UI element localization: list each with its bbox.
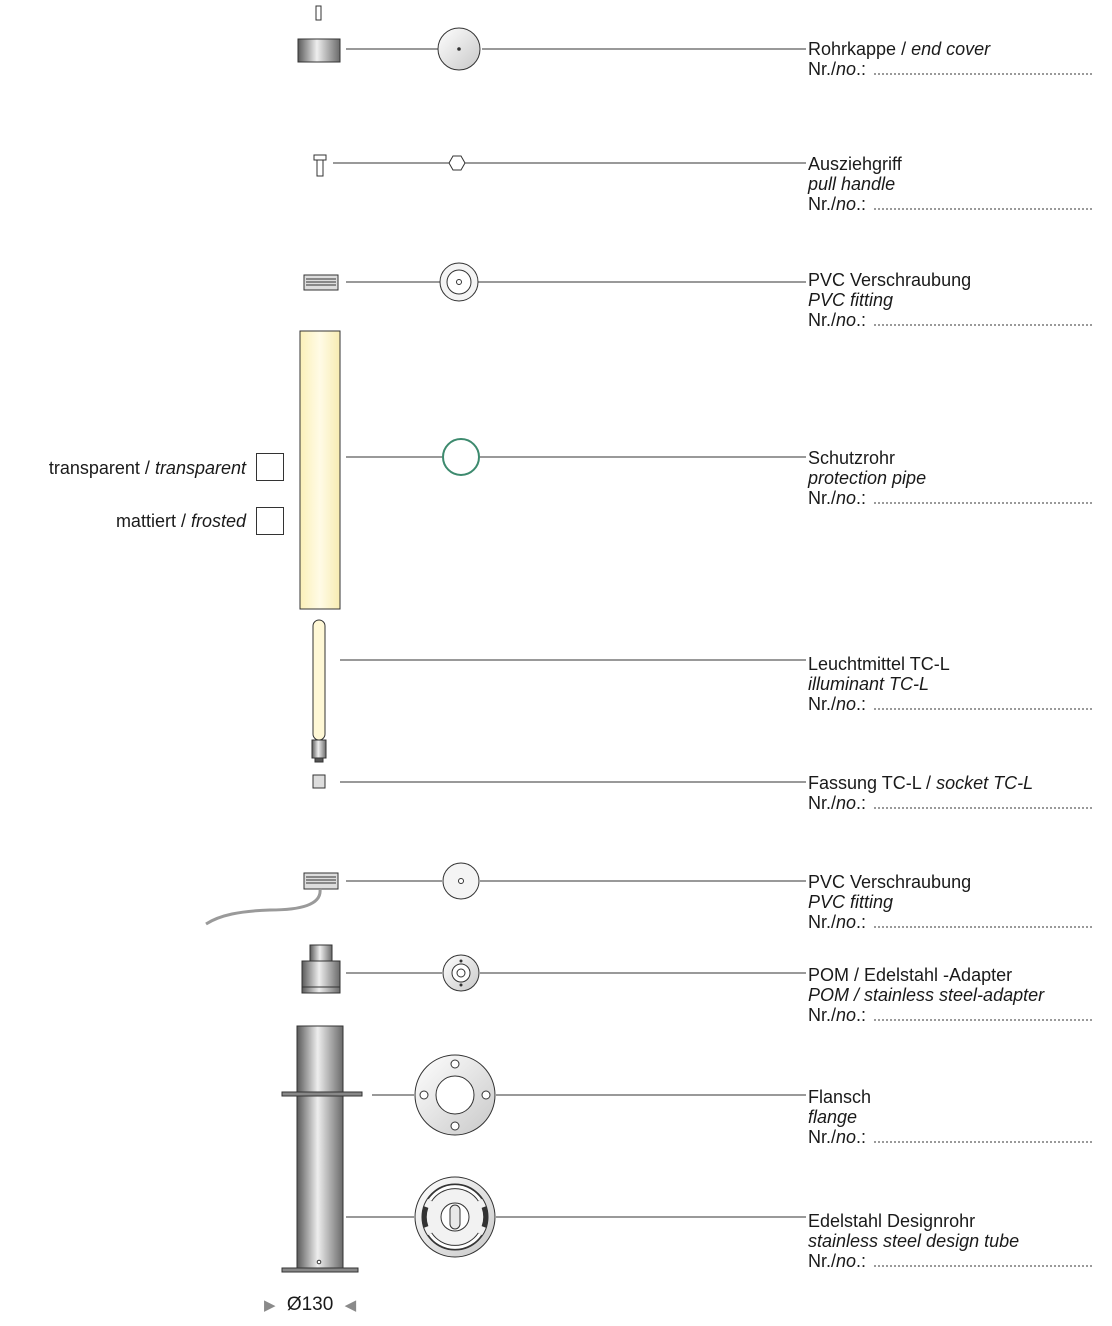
- protection-pipe-ring: [442, 438, 480, 476]
- number-entry-dotted-line[interactable]: [874, 1128, 1093, 1143]
- design-tube-base-top-view: [414, 1176, 496, 1258]
- option-frosted-label: mattiert / frosted: [115, 511, 246, 531]
- pvc-fitting-top-side-view: [303, 274, 339, 291]
- label-pvc-fitting-top: PVC Verschraubung PVC fitting Nr./no.:: [808, 270, 1093, 330]
- pull-handle-hex-top-view: [448, 155, 466, 171]
- number-entry-dotted-line[interactable]: [874, 1252, 1093, 1267]
- number-entry-dotted-line[interactable]: [874, 794, 1093, 809]
- label-adapter: POM / Edelstahl -Adapter POM / stainless…: [808, 965, 1093, 1025]
- diameter-dimension: ▶ Ø130 ◀: [264, 1294, 356, 1316]
- label-illuminant: Leuchtmittel TC-L illuminant TC-L Nr./no…: [808, 654, 1093, 714]
- number-entry-dotted-line[interactable]: [874, 1006, 1093, 1021]
- number-entry-dotted-line[interactable]: [874, 695, 1093, 710]
- number-entry-dotted-line[interactable]: [874, 311, 1093, 326]
- left-pointing-marker-icon: ◀: [344, 1297, 357, 1314]
- end-cover-top-view: [437, 27, 481, 71]
- number-entry-dotted-line[interactable]: [874, 489, 1093, 504]
- number-entry-dotted-line[interactable]: [874, 195, 1093, 210]
- illuminant-lamp: [311, 619, 327, 763]
- label-protection-pipe: Schutzrohr protection pipe Nr./no.:: [808, 448, 1093, 508]
- label-flange: Flansch flange Nr./no.:: [808, 1087, 1093, 1147]
- label-socket: Fassung TC-L / socket TC-L Nr./no.:: [808, 773, 1093, 813]
- option-frosted-checkbox[interactable]: [256, 507, 284, 535]
- option-transparent-label: transparent / transparent: [48, 458, 246, 478]
- number-entry-dotted-line[interactable]: [874, 60, 1093, 75]
- socket-side-view: [312, 774, 326, 789]
- protection-pipe-side-view: [299, 330, 341, 610]
- label-pvc-fitting-bottom: PVC Verschraubung PVC fitting Nr./no.:: [808, 872, 1093, 932]
- label-end-cover: Rohrkappe / end cover Nr./no.:: [808, 39, 1093, 79]
- adapter-side-view: [301, 944, 341, 994]
- pvc-fitting-top-top-view: [439, 262, 479, 302]
- pvc-fitting-bottom-top-view: [442, 862, 480, 900]
- design-tube-side-view: [281, 1025, 363, 1273]
- flange-top-view: [414, 1054, 496, 1136]
- option-transparent-checkbox[interactable]: [256, 453, 284, 481]
- end-cover-side-view: [297, 5, 341, 63]
- right-pointing-marker-icon: ▶: [264, 1297, 276, 1314]
- adapter-top-view: [442, 954, 480, 992]
- pvc-fitting-bottom-side-view: [205, 872, 339, 926]
- label-pull-handle: Ausziehgriff pull handle Nr./no.:: [808, 154, 1093, 214]
- label-design-tube: Edelstahl Designrohr stainless steel des…: [808, 1211, 1093, 1271]
- diameter-value: Ø130: [286, 1294, 334, 1315]
- pull-handle-side-view: [313, 154, 327, 177]
- number-entry-dotted-line[interactable]: [874, 913, 1093, 928]
